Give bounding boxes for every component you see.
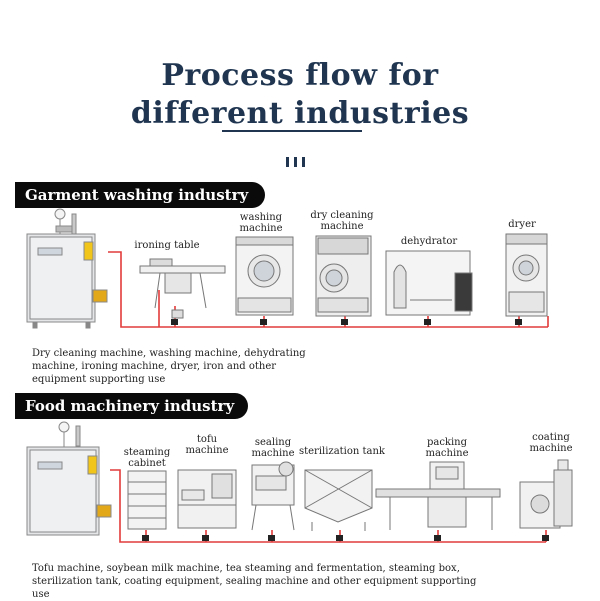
title-line-2: different industries: [130, 96, 470, 131]
dry-cleaning-machine-illustration: [315, 235, 372, 317]
label-sterilization-tank: sterilization tank: [298, 446, 385, 457]
tofu-machine-illustration: [177, 469, 237, 529]
steam-boiler-1: [26, 208, 108, 329]
dehydrator-illustration: [385, 250, 473, 316]
coating-machine-illustration: [519, 459, 573, 529]
label-packing-machine: packing machine: [425, 437, 469, 459]
sealing-machine-illustration: [251, 461, 295, 531]
steam-boiler-2: [26, 421, 112, 536]
label-ironing-table: ironing table: [134, 240, 200, 251]
washing-machine-illustration: [235, 236, 294, 316]
label-steaming-cabinet: steaming cabinet: [123, 447, 171, 469]
description-food: Tofu machine, soybean milk machine, tea …: [32, 563, 477, 600]
label-coating-machine: coating machine: [529, 432, 573, 454]
decorative-ticks: [286, 152, 310, 171]
steaming-cabinet-illustration: [127, 470, 167, 530]
pipes-garment: [108, 251, 549, 328]
title-line-1: Process flow for: [161, 58, 439, 93]
label-dryer: dryer: [508, 219, 536, 230]
label-tofu-machine: tofu machine: [185, 434, 229, 456]
label-washing-machine: washing machine: [239, 212, 283, 234]
ironing-table-illustration: [139, 258, 226, 319]
title-underline: [222, 130, 362, 132]
label-sealing-machine: sealing machine: [251, 437, 295, 459]
label-dry-cleaning-machine: dry cleaning machine: [310, 210, 374, 232]
valves-food: [142, 535, 549, 541]
section-banner-food: Food machinery industry: [15, 393, 248, 419]
sterilization-tank-illustration: [304, 469, 373, 531]
valves-garment: [171, 319, 522, 325]
description-garment: Dry cleaning machine, washing machine, d…: [32, 348, 306, 385]
packing-machine-illustration: [375, 461, 501, 530]
dryer-illustration: [505, 233, 548, 317]
section-banner-garment: Garment washing industry: [15, 182, 265, 208]
label-dehydrator: dehydrator: [400, 236, 458, 247]
